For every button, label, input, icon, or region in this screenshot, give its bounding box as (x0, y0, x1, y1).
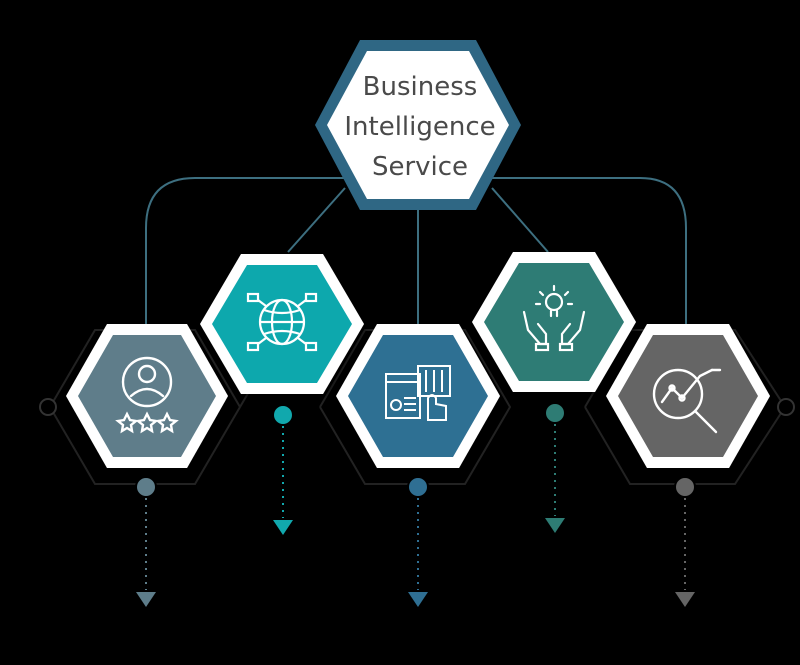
user-rating-icon (115, 356, 179, 434)
node-idea (472, 252, 636, 392)
pin-network (272, 404, 294, 535)
title-line-3: Service (371, 152, 469, 182)
band-end-right (777, 398, 795, 416)
dashboard-icon (385, 365, 451, 421)
pin-rating (135, 476, 157, 607)
title-hexagon (315, 40, 521, 210)
title-line-2: Intelligence (344, 112, 496, 142)
globe-network-icon (246, 292, 318, 352)
pin-analytics (674, 476, 696, 607)
analytics-search-icon (652, 368, 722, 434)
connector-lines (145, 177, 687, 330)
idea-hands-icon (522, 284, 586, 352)
page-title: Business Intelligence Service (330, 62, 510, 192)
pin-idea (544, 402, 566, 533)
pin-dashboard (407, 476, 429, 607)
node-rating (66, 324, 228, 468)
band-end-left (39, 398, 57, 416)
node-analytics (606, 324, 770, 468)
title-line-1: Business (362, 72, 478, 102)
